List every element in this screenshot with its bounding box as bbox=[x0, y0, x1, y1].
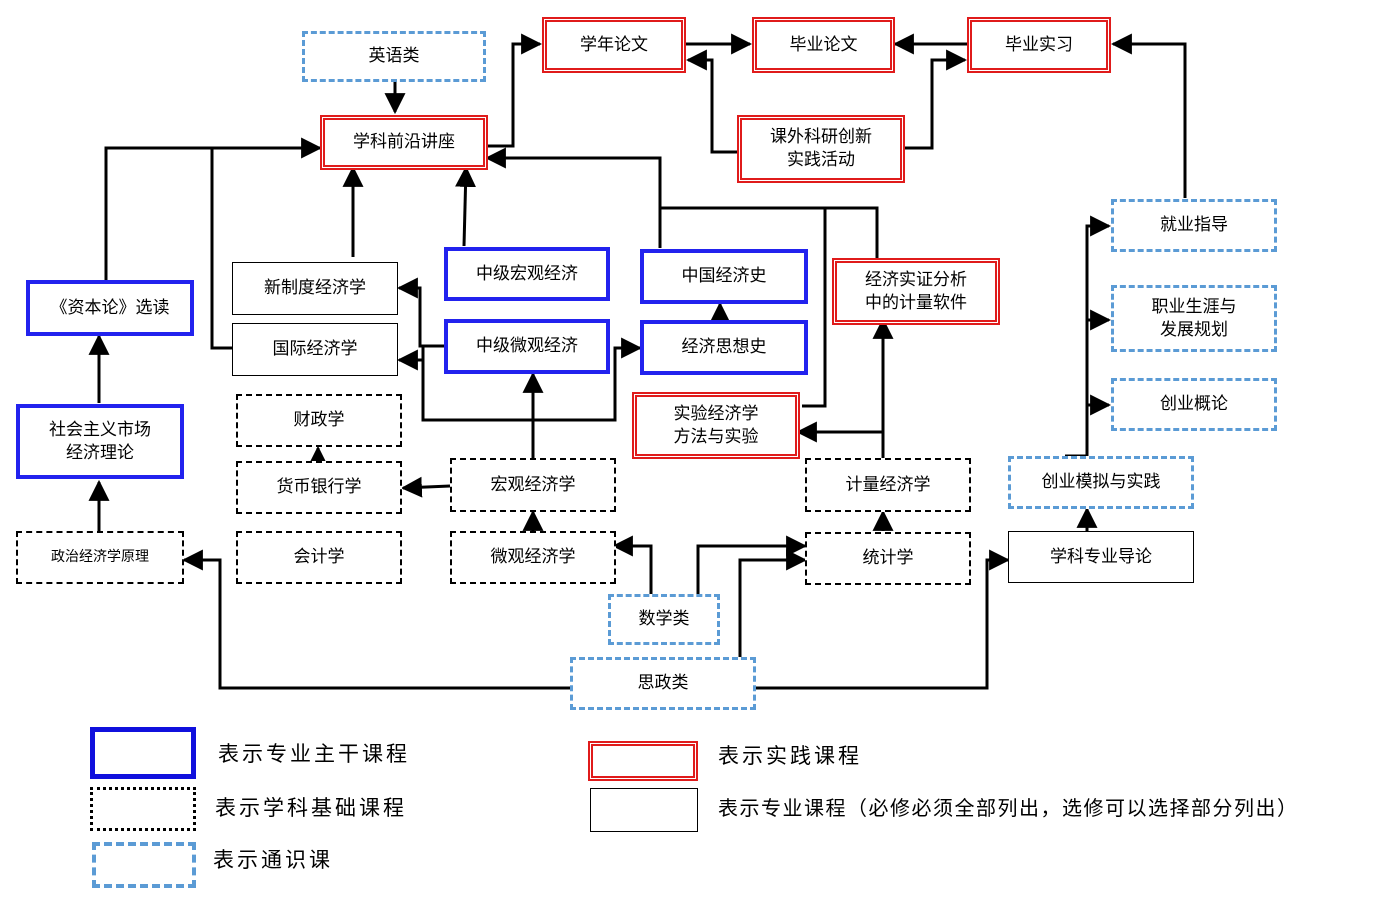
node-socialist-market-theory: 社会主义市场 经济理论 bbox=[16, 404, 184, 479]
legend-major-label: 表示专业课程（必修必须全部列出，选修可以选择部分列出） bbox=[718, 796, 1299, 820]
node-research-activities: 课外科研创新 实践活动 bbox=[737, 115, 905, 183]
node-ideology-politics: 思政类 bbox=[570, 657, 756, 710]
edge-startupsim-branch bbox=[1065, 215, 1112, 458]
node-intermediate-macro: 中级宏观经济 bbox=[444, 247, 610, 301]
legend-practice-label: 表示实践课程 bbox=[718, 744, 862, 768]
edge-math-micro bbox=[611, 535, 653, 594]
node-accounting: 会计学 bbox=[236, 531, 402, 584]
node-china-econ-history: 中国经济史 bbox=[640, 249, 808, 304]
node-graduation-thesis: 毕业论文 bbox=[752, 17, 895, 73]
node-econ-thought-history: 经济思想史 bbox=[640, 320, 808, 375]
edge-chinahist-software bbox=[660, 206, 879, 258]
edge-intermacro-frontier bbox=[455, 165, 477, 247]
legend-major-swatch bbox=[590, 788, 698, 832]
edge-math-statistics bbox=[696, 535, 808, 594]
node-capital-reading: 《资本论》选读 bbox=[26, 280, 194, 336]
node-public-finance: 财政学 bbox=[236, 394, 402, 447]
edge-macro-banking bbox=[400, 476, 451, 498]
edge-experimental-top bbox=[802, 208, 827, 408]
node-mathematics: 数学类 bbox=[608, 594, 720, 645]
edge-ideology-politicalecon bbox=[181, 549, 570, 690]
node-career-planning: 职业生涯与 发展规划 bbox=[1111, 285, 1277, 352]
legend-practice-swatch bbox=[588, 741, 698, 781]
edge-intl-frontier bbox=[210, 148, 232, 350]
node-discipline-intro: 学科专业导论 bbox=[1008, 531, 1194, 583]
node-career-guidance: 就业指导 bbox=[1111, 199, 1277, 252]
edge-ideology-intro bbox=[755, 549, 1011, 690]
node-year-thesis: 学年论文 bbox=[542, 17, 686, 73]
edge-ideology-statistics bbox=[738, 549, 808, 657]
node-money-banking: 货币银行学 bbox=[236, 461, 402, 514]
legend-core-label: 表示专业主干课程 bbox=[218, 742, 410, 766]
node-international-econ: 国际经济学 bbox=[232, 323, 398, 376]
edge-research-internship bbox=[905, 49, 968, 150]
edge-careerguide-internship bbox=[1110, 33, 1187, 198]
edge-intermicro-newinst bbox=[396, 277, 444, 348]
node-entrepreneurship-simulation: 创业模拟与实践 bbox=[1008, 456, 1194, 509]
edge-frontier-yearthesis bbox=[487, 33, 543, 148]
node-econometrics: 计量经济学 bbox=[805, 458, 971, 512]
node-english: 英语类 bbox=[302, 31, 486, 82]
legend-general-label: 表示通识课 bbox=[213, 848, 333, 872]
node-statistics: 统计学 bbox=[805, 532, 971, 585]
node-frontier-lectures: 学科前沿讲座 bbox=[320, 115, 488, 170]
node-new-institutional-econ: 新制度经济学 bbox=[232, 262, 398, 315]
edge-research-yearthesis bbox=[685, 49, 737, 154]
edge-capital-frontier bbox=[104, 137, 323, 280]
node-econometric-software: 经济实证分析 中的计量软件 bbox=[832, 258, 1000, 325]
edge-macro-intl-thought bbox=[421, 337, 643, 422]
legend-general-swatch bbox=[92, 842, 196, 888]
node-experimental-econ: 实验经济学 方法与实验 bbox=[632, 392, 800, 459]
node-microeconomics: 微观经济学 bbox=[450, 531, 616, 584]
node-entrepreneurship-intro: 创业概论 bbox=[1111, 378, 1277, 431]
node-political-economy: 政治经济学原理 bbox=[16, 531, 184, 584]
legend-basic-swatch bbox=[90, 787, 196, 831]
legend-core-swatch bbox=[90, 727, 196, 779]
node-graduation-internship: 毕业实习 bbox=[967, 17, 1111, 73]
node-intermediate-micro: 中级微观经济 bbox=[444, 319, 610, 374]
legend-basic-label: 表示学科基础课程 bbox=[215, 796, 407, 820]
edge-chinahist-frontier bbox=[484, 147, 662, 248]
node-macroeconomics: 宏观经济学 bbox=[450, 458, 616, 512]
